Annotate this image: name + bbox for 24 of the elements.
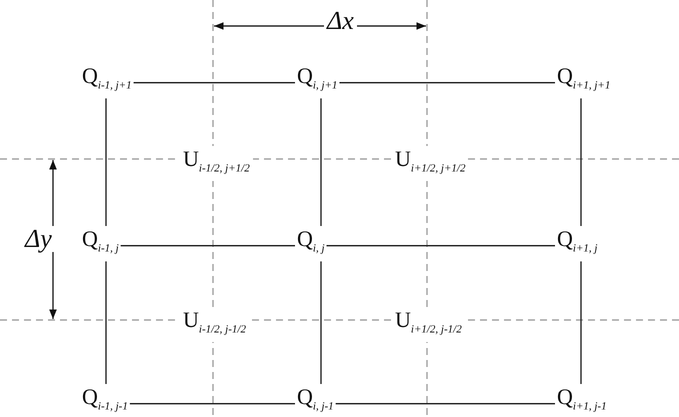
grid-point-label: Q$_{i-1, j}$	[80, 226, 121, 262]
grid-line-connector	[105, 98, 107, 226]
grid-line-connector	[120, 245, 295, 246]
grid-line-connector	[105, 261, 107, 384]
grid-line-connector	[339, 82, 555, 84]
grid-point-label: Q$_{i-1, j+1}$	[80, 63, 134, 98]
grid-line-connector	[134, 82, 295, 84]
grid-line-connector	[580, 98, 582, 226]
grid-point-label: Q$_{i+1, j-1}$	[555, 384, 609, 417]
grid-point-label: Q$_{i-1, j-1}$	[80, 384, 130, 417]
cell-label: U$_{i+1/2, j+1/2}$	[392, 146, 468, 182]
grid-line-connector	[326, 245, 555, 246]
grid-point-label: Q$_{i+1, j+1}$	[555, 63, 612, 98]
grid-line-connector	[320, 261, 322, 384]
grid-point-label: Q$_{i, j}$	[295, 226, 327, 262]
grid-point-label: Q$_{i, j-1}$	[295, 384, 336, 417]
cell-label: U$_{i-1/2, j+1/2}$	[180, 146, 253, 182]
grid-line-connector	[580, 261, 582, 384]
grid-line-connector	[130, 403, 295, 404]
grid-point-label: Q$_{i+1, j}$	[555, 226, 600, 262]
dimension-label: Δy	[22, 226, 55, 252]
grid-point-label: Q$_{i, j+1}$	[295, 63, 340, 98]
grid-line-connector	[336, 403, 555, 404]
grid-line-connector	[320, 98, 322, 226]
